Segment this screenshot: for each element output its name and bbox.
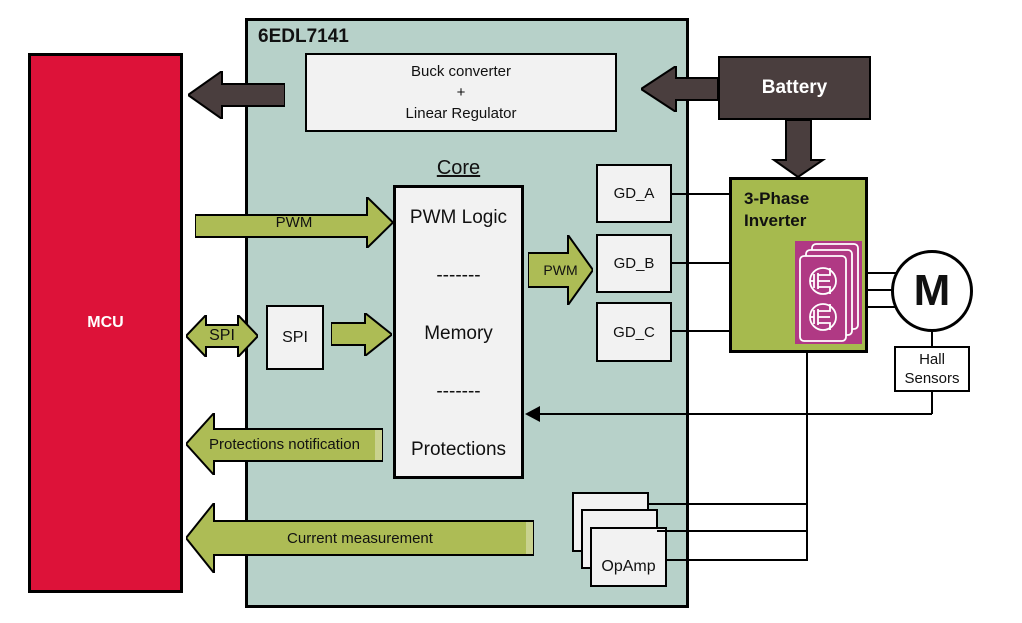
spi-bidirectional-arrow: SPI xyxy=(186,315,258,357)
wire-gdc-inverter xyxy=(672,330,729,332)
core-divider-dashes: ------- xyxy=(436,381,481,402)
pwm-out-arrow: PWM xyxy=(528,235,593,305)
opamp-box-front: OpAmp xyxy=(590,527,667,587)
hall-core-arrowhead-icon xyxy=(525,406,540,422)
mcu-box: MCU xyxy=(28,53,183,593)
pwm-in-label: PWM xyxy=(275,214,313,231)
battery-box: Battery xyxy=(718,56,871,120)
power-to-mcu-arrow xyxy=(188,71,285,119)
core-item-memory: Memory xyxy=(424,323,493,344)
buck-converter-box: Buck converter + Linear Regulator xyxy=(305,53,617,132)
motor-circle: M xyxy=(891,250,973,332)
mosfet-stack-icon xyxy=(795,241,862,344)
core-title: Core xyxy=(436,157,481,179)
spi-bus-label: SPI xyxy=(209,327,235,344)
wire-opamp-2 xyxy=(657,530,807,532)
core-divider-dashes: ------- xyxy=(436,265,481,286)
inverter-box: 3-Phase Inverter xyxy=(729,177,868,353)
gate-driver-c-box: GD_C xyxy=(596,302,672,362)
spi-to-core-arrow xyxy=(331,313,392,356)
opamp-label: OpAmp xyxy=(601,558,656,575)
chip-title: 6EDL7141 xyxy=(258,26,349,47)
core-box: PWM Logic ------- Memory ------- Protect… xyxy=(393,185,524,479)
pwm-in-arrow: PWM xyxy=(195,197,393,248)
core-item-protections: Protections xyxy=(410,439,507,460)
protections-notification-label: Protections notification xyxy=(209,435,360,453)
inverter-label: 3-Phase Inverter xyxy=(744,189,810,230)
buck-line1: Buck converter xyxy=(410,63,512,80)
wire-inverter-down xyxy=(806,352,808,561)
wire-hall-down xyxy=(931,390,933,414)
wire-inverter-motor-1 xyxy=(866,272,900,274)
wire-gdb-inverter xyxy=(672,262,729,264)
spi-box: SPI xyxy=(266,305,324,370)
battery-to-inverter-arrow xyxy=(770,120,826,177)
gate-driver-b-box: GD_B xyxy=(596,234,672,293)
hall-sensors-box: Hall Sensors xyxy=(894,346,970,392)
current-measurement-label: Current measurement xyxy=(287,529,433,547)
wire-inverter-motor-3 xyxy=(866,306,900,308)
wire-gda-inverter xyxy=(672,193,729,195)
wire-motor-hall xyxy=(931,330,933,347)
protections-notification-arrow: Protections notification xyxy=(186,413,383,475)
wire-inverter-motor-2 xyxy=(866,289,900,291)
buck-line3: Linear Regulator xyxy=(405,105,517,122)
current-measurement-arrow: Current measurement xyxy=(186,503,534,573)
wire-hall-core xyxy=(530,413,932,415)
wire-opamp-3 xyxy=(665,559,807,561)
pwm-out-label: PWM xyxy=(543,262,578,278)
battery-to-chip-arrow xyxy=(641,66,718,112)
wire-opamp-1 xyxy=(647,503,807,505)
core-item-pwm-logic: PWM Logic xyxy=(409,207,508,228)
gate-driver-a-box: GD_A xyxy=(596,164,672,223)
buck-line2: + xyxy=(456,84,466,101)
